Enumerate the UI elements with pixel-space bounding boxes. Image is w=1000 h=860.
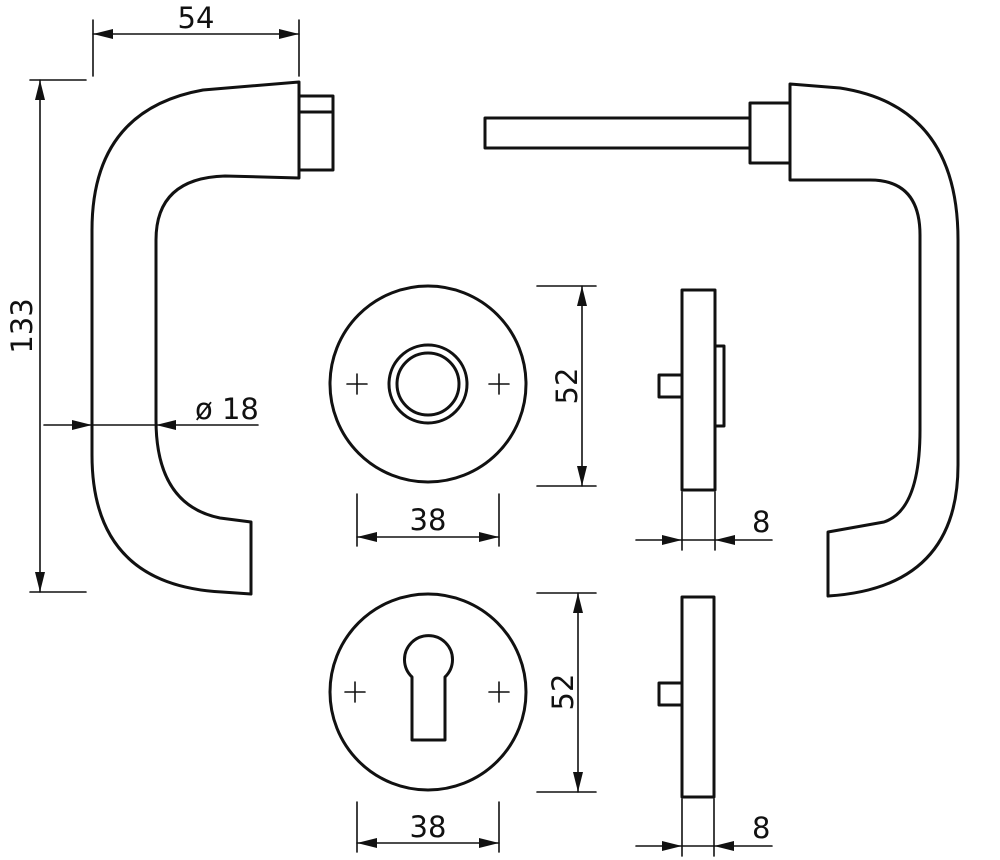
dimension-handle-width: 54 (92, 1, 300, 77)
dimension-escutcheon-thickness: 8 (635, 798, 773, 857)
left-handle (90, 80, 335, 596)
dimension-label-escutcheon-8: 8 (752, 811, 770, 845)
right-handle-neck (748, 101, 792, 165)
dimension-label-escutcheon-52: 52 (546, 674, 580, 711)
right-handle (483, 82, 960, 598)
escutcheon-outer-circle (328, 592, 528, 792)
keyhole (403, 634, 454, 742)
dimension-label-54: 54 (178, 1, 215, 35)
rose-side-plate (680, 288, 717, 492)
rose-ring-outer (387, 343, 469, 425)
escutcheon-side-plate (680, 595, 716, 799)
escutcheon-side-view (657, 595, 716, 799)
dimension-label-rose-52: 52 (550, 368, 584, 405)
right-handle-outline (788, 82, 960, 598)
rose-side-view (657, 288, 726, 492)
screw-mark-left (346, 373, 368, 395)
escutcheon-front-view (328, 592, 528, 792)
dimension-escutcheon-height: 52 (536, 592, 597, 793)
left-handle-outline (90, 80, 301, 596)
rose-outer-circle (328, 284, 528, 484)
dimension-rose-height: 52 (536, 285, 597, 487)
dimension-rose-diameter: 38 (356, 493, 500, 547)
dimension-label-escutcheon-38: 38 (410, 810, 447, 844)
rose-side-pin (657, 373, 684, 399)
dimension-handle-diameter: ø 18 (43, 392, 259, 430)
screw-mark-right (488, 373, 510, 395)
dimension-handle-height: 133 (5, 79, 87, 593)
dimension-label-rose-38: 38 (410, 503, 447, 537)
escutcheon-screw-mark-left (344, 681, 366, 703)
dimension-label-diameter-18: ø 18 (195, 392, 259, 426)
escutcheon-screw-mark-right (488, 681, 510, 703)
spindle-bar (483, 116, 752, 150)
left-handle-neck (297, 94, 335, 172)
escutcheon-side-pin (657, 681, 684, 707)
rose-side-ring (713, 344, 726, 428)
rose-front-view (328, 284, 528, 484)
dimension-rose-thickness: 8 (635, 491, 773, 551)
rose-ring-inner (395, 351, 461, 417)
dimension-escutcheon-diameter: 38 (356, 801, 500, 853)
dimension-label-133: 133 (5, 298, 39, 353)
dimension-label-rose-8: 8 (752, 505, 770, 539)
